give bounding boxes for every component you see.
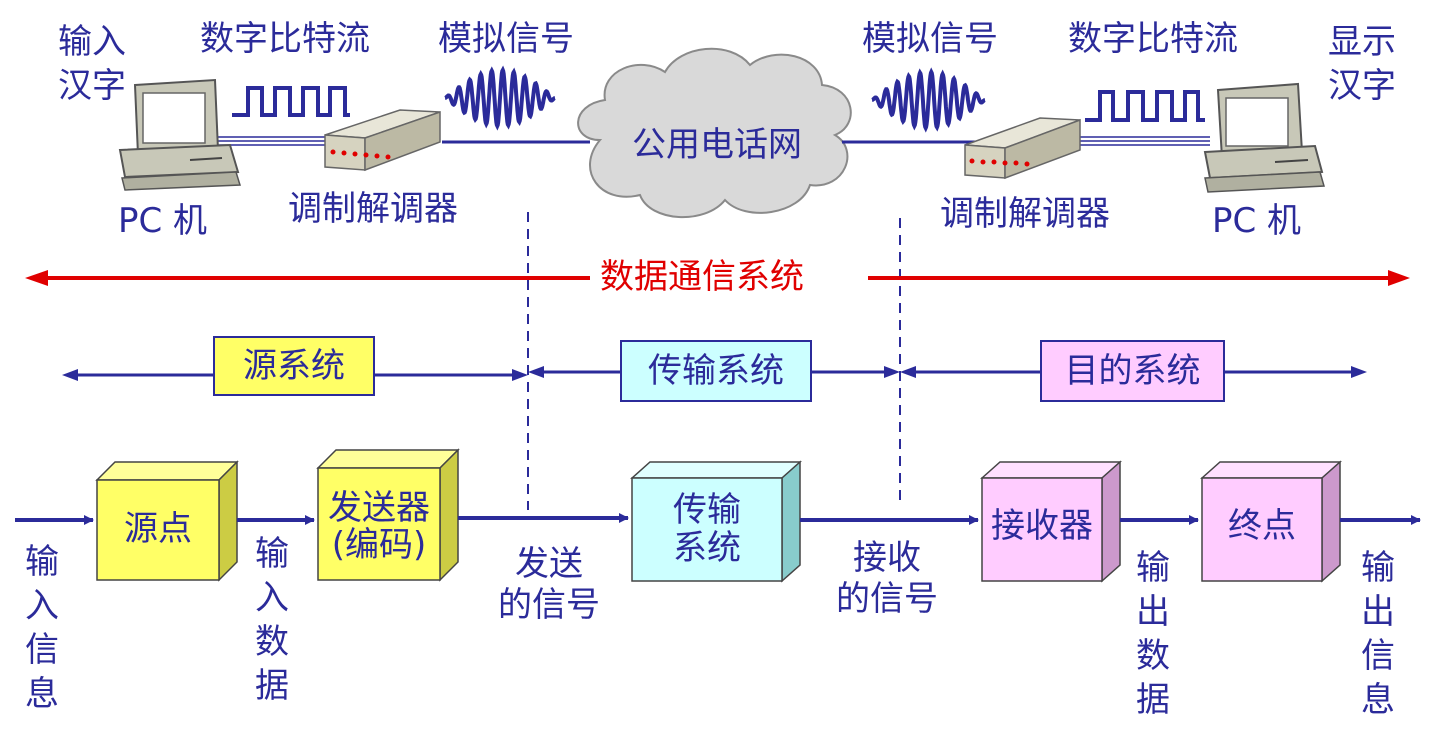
modem-right-label: 调制解调器	[940, 194, 1110, 234]
data-comm-arrow	[25, 270, 1410, 286]
section-arrowheads	[62, 366, 1367, 381]
box-destination-point	[1200, 460, 1342, 583]
pc-icon-right	[1203, 82, 1325, 193]
modem-icon-left	[324, 109, 441, 172]
modem-left-label: 调制解调器	[288, 189, 458, 229]
digital-wave-icon-right	[1085, 90, 1205, 122]
network-label: 公用电话网	[632, 125, 802, 165]
box-transmitter	[316, 448, 460, 582]
transmitter-label: 发送器(编码)	[328, 487, 430, 565]
receiver-label: 接收器	[991, 506, 1093, 547]
modem-icon-right	[964, 117, 1081, 180]
transmission-block-label: 传输系统	[673, 490, 741, 568]
source-system-label: 源系统	[213, 336, 375, 396]
received-signal-label: 接收的信号	[836, 538, 938, 619]
cloud-icon	[577, 47, 852, 219]
display-chinese-label: 显示汉字	[1328, 22, 1396, 106]
flow-arrows	[15, 513, 1421, 525]
transmission-system-label: 传输系统	[620, 340, 812, 402]
box-receiver	[980, 460, 1122, 583]
output-data-label: 输出数据	[1136, 548, 1170, 720]
box-source-point	[95, 460, 239, 582]
sent-signal-label: 发送的信号	[498, 544, 600, 625]
data-comm-system-label: 数据通信系统	[600, 257, 804, 297]
pc-icon-left	[118, 78, 242, 191]
pc-left-label: PC 机	[118, 201, 208, 241]
digital-wave-icon-left	[232, 86, 350, 117]
analog-signal-left-label: 模拟信号	[438, 19, 574, 59]
source-point-label: 源点	[124, 509, 192, 550]
analog-wave-icon-left	[444, 65, 556, 131]
analog-wave-icon-right	[871, 67, 986, 133]
digital-bitstream-left-label: 数字比特流	[200, 19, 370, 59]
dashed-dividers	[527, 212, 901, 510]
input-info-label: 输入信息	[25, 542, 59, 714]
destination-system-label: 目的系统	[1040, 340, 1225, 402]
digital-bitstream-right-label: 数字比特流	[1068, 19, 1238, 59]
input-chinese-label: 输入汉字	[58, 22, 126, 106]
analog-signal-right-label: 模拟信号	[862, 19, 998, 59]
section-arrows	[75, 370, 1355, 377]
destination-point-label: 终点	[1228, 506, 1296, 547]
top-links	[215, 136, 1210, 146]
box-transmission	[630, 460, 802, 583]
pc-right-label: PC 机	[1212, 201, 1302, 241]
input-data-label: 输入数据	[255, 534, 289, 706]
output-info-label: 输出信息	[1361, 548, 1395, 720]
